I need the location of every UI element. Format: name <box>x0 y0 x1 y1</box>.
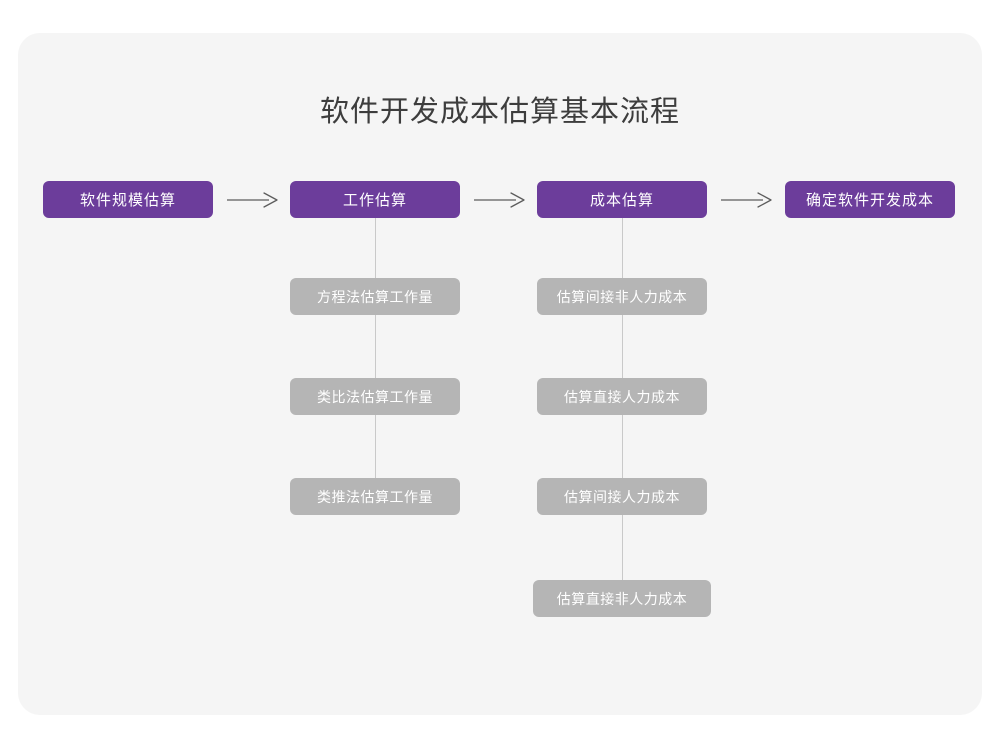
flow-substep-substep-2-1[interactable]: 方程法估算工作量 <box>290 278 460 315</box>
flow-stage-stage-4[interactable]: 确定软件开发成本 <box>785 181 955 218</box>
arrow-2-icon <box>473 189 525 211</box>
connector-left <box>375 218 376 515</box>
flow-substep-substep-3-2[interactable]: 估算直接人力成本 <box>537 378 707 415</box>
flow-stage-stage-3[interactable]: 成本估算 <box>537 181 707 218</box>
page-title: 软件开发成本估算基本流程 <box>319 96 680 128</box>
flow-stage-stage-1[interactable]: 软件规模估算 <box>43 181 213 218</box>
flow-substep-substep-3-3[interactable]: 估算间接人力成本 <box>537 478 707 515</box>
flow-stage-stage-2[interactable]: 工作估算 <box>290 181 460 218</box>
arrow-3-icon <box>720 189 772 211</box>
flow-substep-substep-2-2[interactable]: 类比法估算工作量 <box>290 378 460 415</box>
connector-right <box>622 218 623 617</box>
flow-substep-substep-3-4[interactable]: 估算直接非人力成本 <box>533 580 711 617</box>
diagram-card <box>18 33 982 715</box>
flow-substep-substep-2-3[interactable]: 类推法估算工作量 <box>290 478 460 515</box>
flow-substep-substep-3-1[interactable]: 估算间接非人力成本 <box>537 278 707 315</box>
arrow-1-icon <box>226 189 278 211</box>
